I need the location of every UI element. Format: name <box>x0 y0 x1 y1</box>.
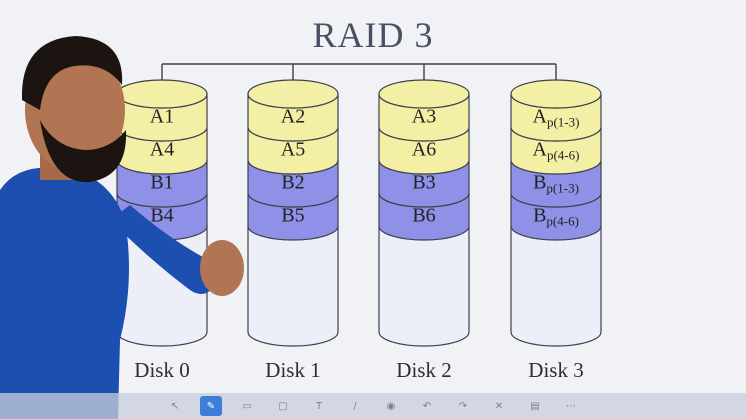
presenter-arm <box>110 205 218 294</box>
more-icon[interactable]: ⋯ <box>566 400 576 412</box>
disk-3-block-3-label: Bp(4-6) <box>533 205 579 229</box>
disk-2-block-2-label: B3 <box>412 172 435 194</box>
disk-3-top-cap <box>510 79 602 109</box>
disk-1-empty-space <box>247 225 339 347</box>
disk-2-block-0-label: A3 <box>412 106 436 128</box>
disk-0-block-1-label: A4 <box>150 139 174 161</box>
highlighter-icon[interactable]: ∕ <box>353 400 357 412</box>
clear-icon[interactable]: ✕ <box>494 400 504 412</box>
diagram-title: RAID 3 <box>312 15 434 55</box>
disk-1-block-3-label: B5 <box>281 205 304 227</box>
disk-0-block-3-label: B4 <box>150 205 173 227</box>
presenter-shirt <box>0 167 129 419</box>
page-icon[interactable]: ▤ <box>530 400 540 412</box>
disk-3-block-1-label: Ap(4-6) <box>533 139 580 163</box>
bottom-toolbar: ↖ ✎ ▭ ▢ T ∕ ◉ ↶ ↷ ✕ ▤ ⋯ <box>0 393 746 419</box>
disk-label-2: Disk 2 <box>396 358 452 382</box>
disk-2-block-3-label: B6 <box>412 205 435 227</box>
disk-3-block-0-label: Ap(1-3) <box>533 106 580 130</box>
text-icon[interactable]: T <box>315 400 323 412</box>
redo-icon[interactable]: ↷ <box>458 400 468 412</box>
disk-0-block-0-label: A1 <box>150 106 174 128</box>
disk-0-block-2-label: B1 <box>150 172 173 194</box>
disk-label-0: Disk 0 <box>134 358 190 382</box>
presenter-beard <box>40 120 127 183</box>
presenter-hand <box>200 240 244 296</box>
disk-1-top-cap <box>247 79 339 109</box>
presenter-hair <box>21 36 123 110</box>
disk-label-3: Disk 3 <box>528 358 584 382</box>
disk-3-block-2-label: Bp(1-3) <box>533 172 579 196</box>
disk-label-1: Disk 1 <box>265 358 321 382</box>
disk-2-empty-space <box>378 225 470 347</box>
shape-icon[interactable]: ▢ <box>278 400 288 412</box>
disk-2-block-1-label: A6 <box>412 139 436 161</box>
eraser-icon[interactable]: ▭ <box>242 400 252 412</box>
undo-icon[interactable]: ↶ <box>422 400 432 412</box>
cursor-icon[interactable]: ↖ <box>170 400 180 412</box>
laser-icon[interactable]: ◉ <box>386 400 396 412</box>
disk-2-top-cap <box>378 79 470 109</box>
pen-icon[interactable]: ✎ <box>200 396 222 416</box>
disk-3-empty-space <box>510 225 602 347</box>
presenter-figure <box>0 36 244 419</box>
disk-1-block-0-label: A2 <box>281 106 305 128</box>
disk-1-block-2-label: B2 <box>281 172 304 194</box>
disk-1-block-1-label: A5 <box>281 139 305 161</box>
